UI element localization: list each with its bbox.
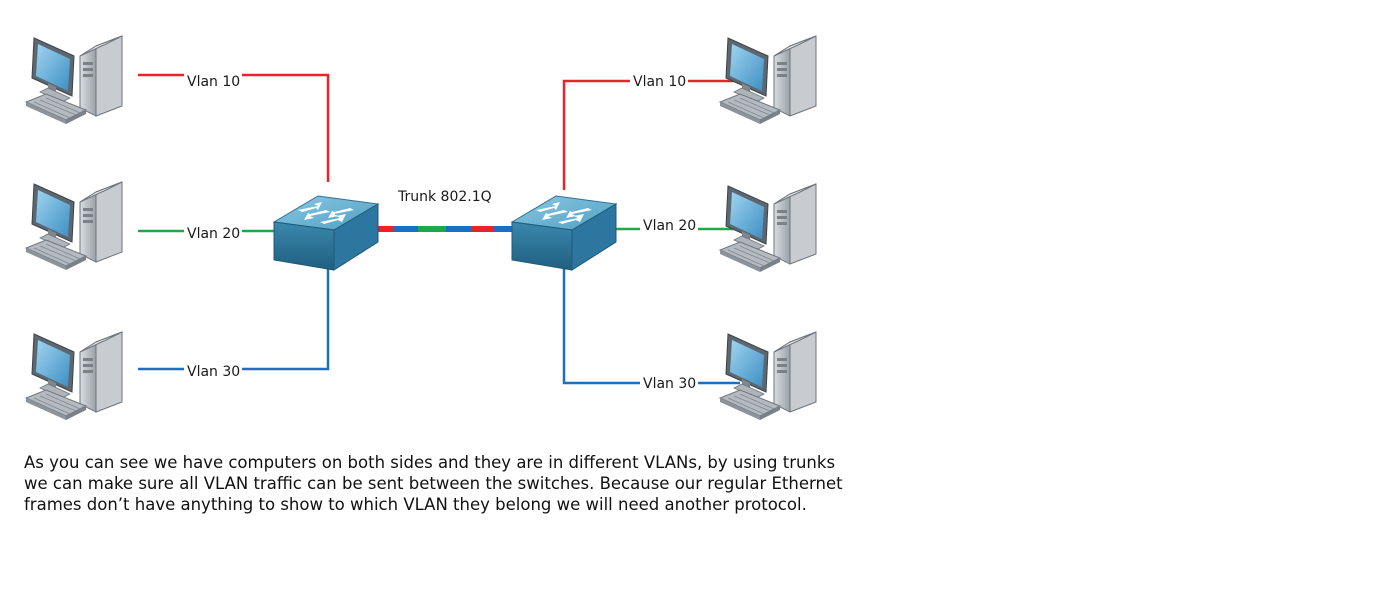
right-computer-vlan10-icon [719, 35, 817, 125]
left-vlan30-label: Vlan 30 [187, 364, 240, 380]
left-computer-vlan20-icon [25, 181, 123, 271]
right-vlan30-label: Vlan 30 [643, 376, 696, 392]
left-switch-icon [273, 195, 379, 271]
right-computer-vlan20-icon [719, 183, 817, 273]
right-vlan30-link [562, 268, 740, 385]
left-vlan30-link [138, 268, 330, 371]
left-vlan10-label: Vlan 10 [187, 74, 240, 90]
vlan-trunk-diagram: Vlan 10 Vlan 20 Vlan 30 Vlan 10 Vlan 20 … [25, 35, 817, 421]
right-vlan10-link [562, 79, 740, 190]
trunk-label: Trunk 802.1Q [397, 189, 492, 205]
left-computer-vlan30-icon [25, 331, 123, 421]
left-vlan10-link [138, 73, 330, 182]
right-switch-icon [511, 195, 617, 271]
caption-paragraph: As you can see we have computers on both… [24, 453, 843, 514]
right-computer-vlan30-icon [719, 331, 817, 421]
left-vlan20-label: Vlan 20 [187, 226, 240, 242]
right-vlan10-label: Vlan 10 [633, 74, 686, 90]
left-computer-vlan10-icon [25, 35, 123, 125]
right-vlan20-label: Vlan 20 [643, 218, 696, 234]
